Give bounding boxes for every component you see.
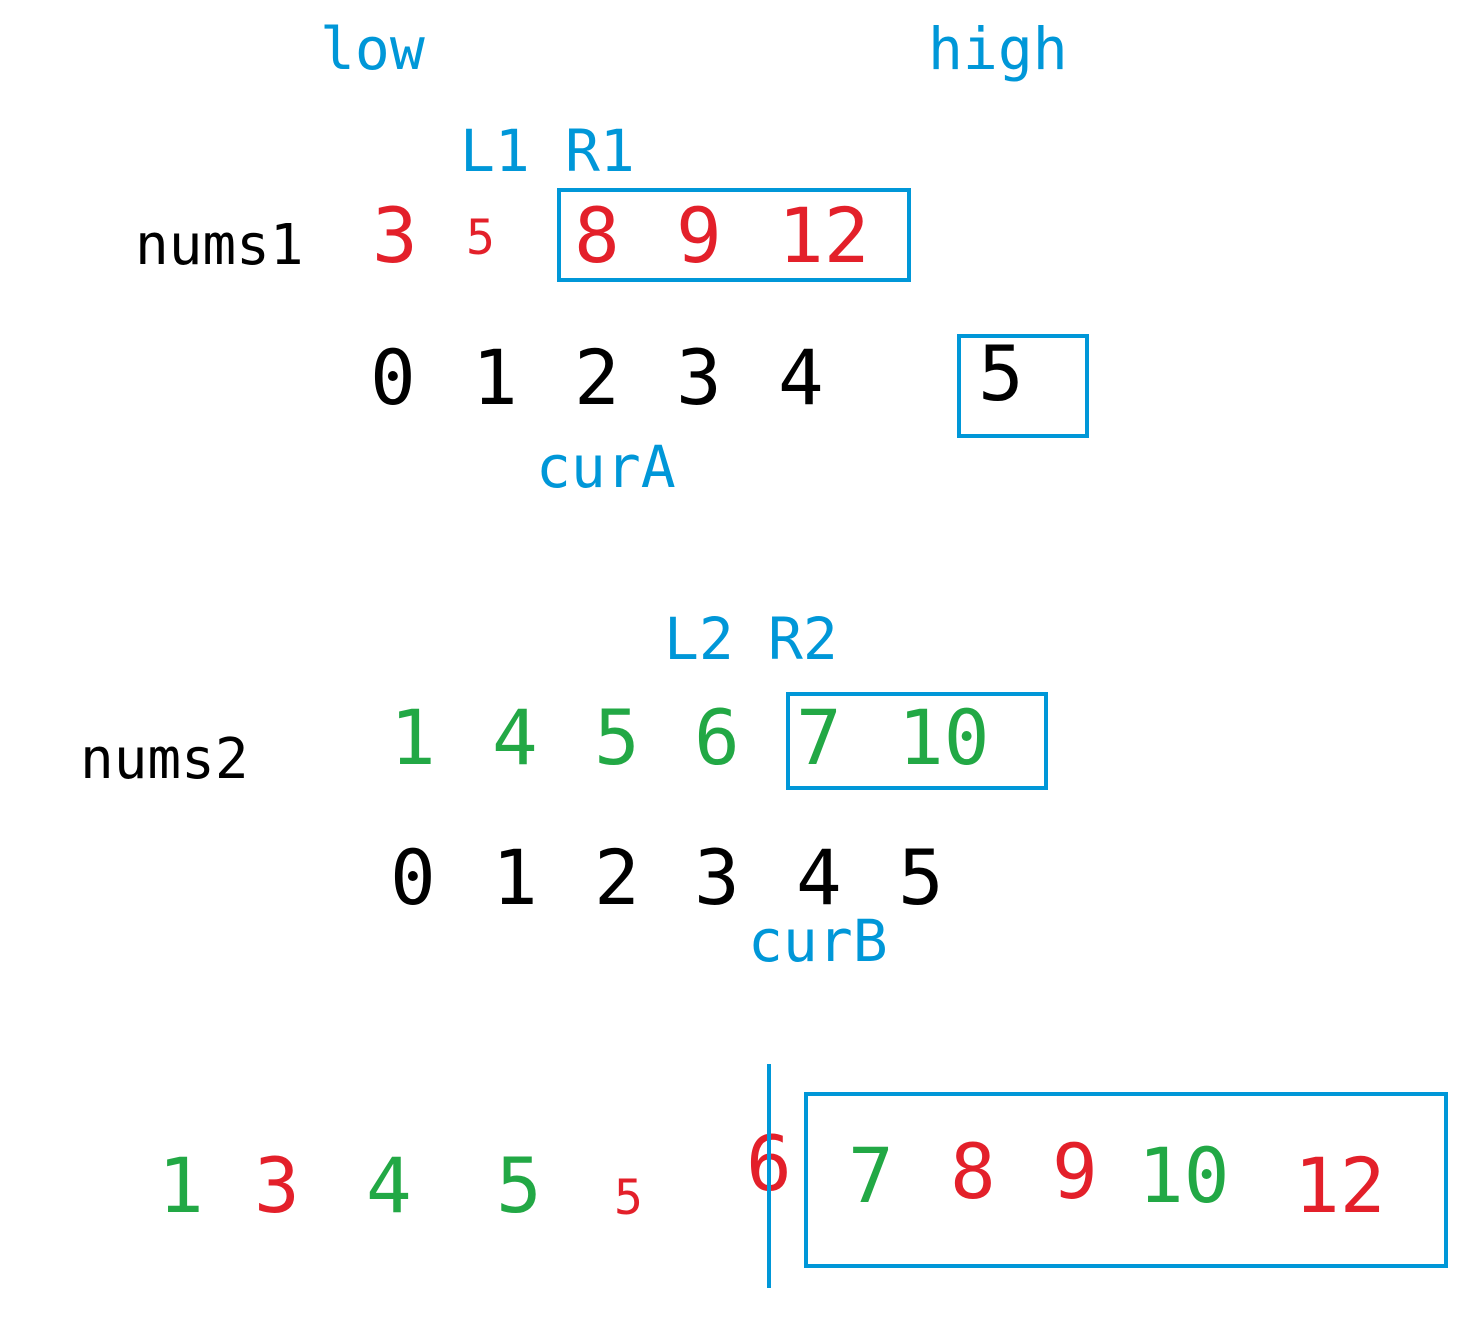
nums1-index: 2 bbox=[574, 333, 620, 422]
nums2-index: 2 bbox=[594, 833, 640, 922]
curB-pointer-label: curB bbox=[748, 907, 888, 975]
nums1-index: 1 bbox=[472, 333, 518, 422]
nums1-index: 3 bbox=[676, 333, 722, 422]
curA-pointer-label: curA bbox=[536, 433, 676, 501]
nums2-value: 4 bbox=[492, 693, 538, 782]
merged-value: 5 bbox=[614, 1170, 643, 1226]
nums1-right-partition-box bbox=[557, 188, 911, 282]
merged-value: 4 bbox=[366, 1141, 412, 1230]
merged-value: 9 bbox=[1052, 1127, 1098, 1216]
nums2-index: 5 bbox=[898, 833, 944, 922]
median-split-line bbox=[767, 1064, 771, 1288]
low-pointer-label: low bbox=[320, 15, 425, 83]
R1-pointer-label: R1 bbox=[565, 117, 635, 185]
merged-value: 7 bbox=[848, 1131, 894, 1220]
nums1-index: 0 bbox=[370, 333, 416, 422]
nums2-value: 7 bbox=[796, 693, 842, 782]
nums2-value: 6 bbox=[694, 693, 740, 782]
nums2-index: 1 bbox=[492, 833, 538, 922]
high-pointer-label: high bbox=[928, 15, 1068, 83]
nums2-label: nums2 bbox=[80, 727, 249, 792]
nums2-value: 1 bbox=[390, 693, 436, 782]
merged-value: 3 bbox=[254, 1141, 300, 1230]
nums2-right-partition-box bbox=[786, 692, 1048, 790]
merged-value: 12 bbox=[1294, 1141, 1386, 1230]
R2-pointer-label: R2 bbox=[768, 605, 838, 673]
nums1-value: 8 bbox=[574, 191, 620, 280]
nums1-index: 5 bbox=[978, 329, 1024, 418]
nums1-value: 5 bbox=[466, 210, 495, 266]
merged-value: 10 bbox=[1138, 1131, 1230, 1220]
nums2-index: 0 bbox=[390, 833, 436, 922]
nums2-index: 4 bbox=[796, 833, 842, 922]
nums1-value: 3 bbox=[372, 191, 418, 280]
nums2-value: 10 bbox=[898, 693, 990, 782]
L1-pointer-label: L1 bbox=[460, 117, 530, 185]
nums2-value: 5 bbox=[594, 693, 640, 782]
nums2-index: 3 bbox=[694, 833, 740, 922]
nums1-label: nums1 bbox=[135, 213, 304, 278]
merged-value: 8 bbox=[950, 1127, 996, 1216]
L2-pointer-label: L2 bbox=[664, 605, 734, 673]
nums1-high-index-box bbox=[957, 334, 1089, 438]
merged-value: 5 bbox=[496, 1141, 542, 1230]
merged-right-half-box bbox=[804, 1092, 1448, 1268]
nums1-value: 9 bbox=[676, 191, 722, 280]
nums1-value: 12 bbox=[778, 191, 870, 280]
merged-value: 1 bbox=[158, 1141, 204, 1230]
nums1-index: 4 bbox=[778, 333, 824, 422]
